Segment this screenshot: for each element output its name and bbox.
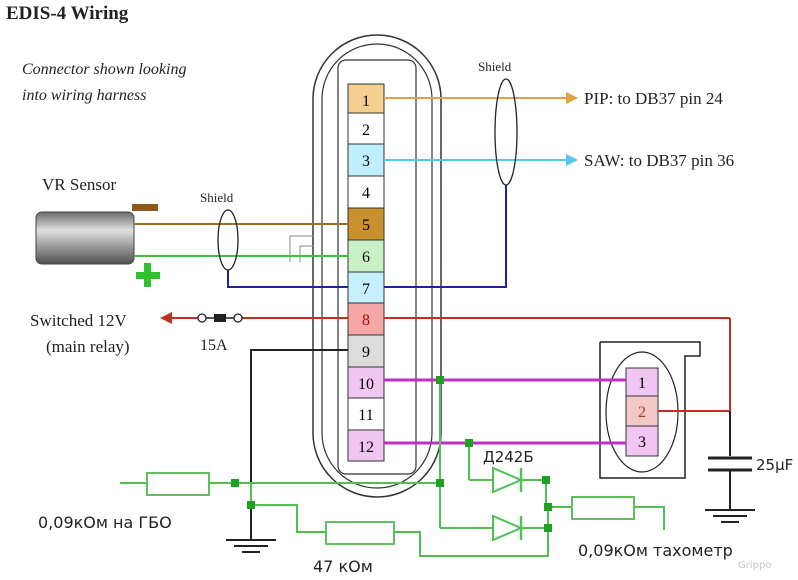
pin-11-box (347, 397, 385, 431)
fuse-element (214, 314, 226, 322)
tach-gbo-circuit (120, 376, 665, 557)
switched-12v-label: Switched 12V (30, 311, 128, 330)
pin-11-label: 11 (358, 407, 373, 424)
connector-pins: 1 2 3 4 5 6 7 8 9 10 11 12 (347, 83, 385, 462)
coil-pin-1-label: 1 (638, 375, 646, 392)
watermark: Grippo (738, 560, 771, 571)
switched-12v-arrowhead (160, 312, 172, 324)
fuse-symbol (197, 313, 243, 323)
diode-lower-body (492, 514, 524, 542)
connector-latch-inner (299, 245, 314, 262)
junction-tach (544, 503, 552, 511)
fuse-terminal-right (233, 313, 243, 323)
fuse-terminal-left (197, 313, 207, 323)
pin-5-label: 5 (362, 217, 370, 234)
resistor-47k (325, 521, 395, 545)
diagram-title: EDIS-4 Wiring (6, 3, 129, 24)
junction-gbo-bus (436, 479, 444, 487)
main-relay-label: (main relay) (46, 337, 130, 356)
coil-pin-2-label: 2 (638, 404, 646, 421)
junction-gbo-left (231, 479, 239, 487)
pin-9-ground-wire (250, 349, 348, 505)
vr-sensor-label: VR Sensor (42, 175, 116, 194)
vr-sensor-plus-vertical (144, 263, 151, 287)
pin-3-box (347, 143, 385, 177)
saw-arrowhead (566, 154, 578, 166)
pin-6-label: 6 (362, 249, 370, 266)
junction-diode-upper (542, 476, 550, 484)
pin-7-label: 7 (362, 281, 370, 298)
resistor-47k-right-wire (394, 528, 549, 557)
capacitor-label: 25µF (756, 456, 793, 474)
pin-10-label: 10 (358, 376, 374, 393)
shield-upper (494, 78, 518, 186)
diode-upper-body (492, 466, 524, 494)
shield-label-upper: Shield (478, 59, 512, 74)
shield-lower-drain-wire (227, 270, 348, 288)
resistor-gbo-label: 0,09кОм на ГБО (38, 513, 172, 532)
pin-8-label: 8 (362, 312, 370, 329)
pin-9-label: 9 (362, 344, 370, 361)
coil-pin-3-label: 3 (638, 434, 646, 451)
note-line-1: Connector shown looking (22, 61, 186, 78)
shield-upper-drain-wire (384, 185, 507, 288)
tach-resistor-wire-out (634, 506, 665, 530)
capacitor-symbol (705, 456, 755, 523)
pin-2-label: 2 (362, 122, 370, 139)
pin-3-label: 3 (362, 153, 370, 170)
note-line-2: into wiring harness (22, 87, 146, 104)
junction-pin-10 (436, 376, 444, 384)
pin-10-box (347, 366, 385, 399)
diode-upper-wire-out (521, 479, 547, 507)
fuse-label: 15A (200, 337, 228, 354)
vr-sensor-minus-sign (132, 204, 158, 211)
coil-pin-2-box (625, 395, 659, 427)
pin-2-box (347, 112, 385, 145)
resistor-47k-left-wire (251, 504, 326, 533)
pip-label: PIP: to DB37 pin 24 (584, 89, 723, 108)
connector-pin-frame (337, 59, 417, 475)
resistor-47k-label: 47 кОм (313, 557, 373, 576)
ground-symbol-left (226, 505, 276, 553)
pip-arrowhead (566, 92, 578, 104)
pin-12-box (347, 429, 385, 462)
coil-pin-1-box (625, 367, 659, 397)
connector-latch-outline (289, 235, 314, 262)
pin-8-box (347, 302, 385, 336)
vr-sensor-body (35, 211, 135, 265)
pin-4-label: 4 (362, 185, 370, 202)
coil-pin-3-box (625, 425, 659, 457)
shield-lower (217, 209, 239, 271)
saw-label: SAW: to DB37 pin 36 (584, 151, 734, 170)
pin-1-label: 1 (362, 93, 370, 110)
pin-12-label: 12 (358, 439, 374, 456)
resistor-tach (571, 496, 635, 520)
diode-label: Д242Б (483, 448, 534, 466)
connector-body-inner (321, 43, 433, 489)
junction-pin-12 (465, 439, 473, 447)
shield-label-lower: Shield (200, 190, 234, 205)
resistor-tach-label: 0,09кОм тахометр (578, 541, 733, 560)
junction-diode-lower (544, 524, 552, 532)
resistor-gbo (146, 472, 210, 496)
junction-ground (247, 501, 255, 509)
